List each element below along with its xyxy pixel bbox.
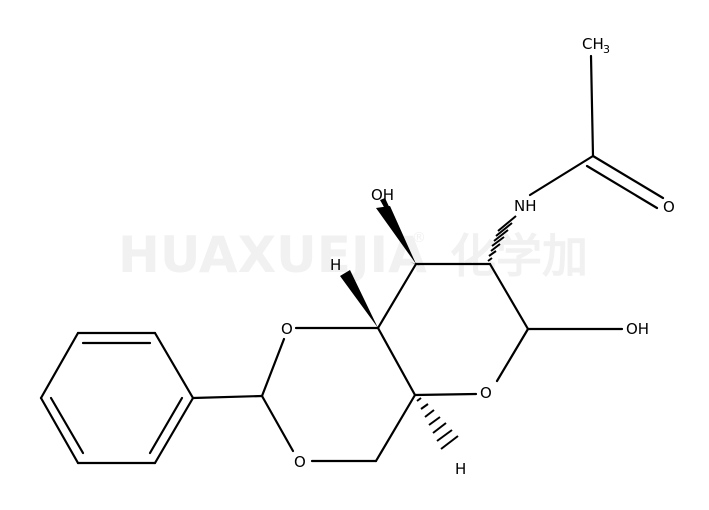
acetyl-group	[528, 54, 665, 210]
ch3-label: CH	[582, 35, 604, 53]
carbonyl-oxygen-label: O	[663, 198, 675, 216]
pyranose-ring	[376, 262, 624, 397]
ring-oxygen-bottom-label: O	[294, 453, 306, 471]
ring-oxygen-left-label: O	[281, 320, 293, 338]
h-lower-label: H	[455, 460, 466, 478]
pyran-oxygen-label: O	[480, 384, 492, 402]
watermark-registered: ®	[412, 230, 426, 246]
oh-top-label: OH	[371, 186, 394, 204]
watermark-latin: HUAXUEJIA	[118, 226, 427, 284]
atom-labels: CH 3 O NH OH H O O O OH H	[281, 35, 675, 478]
ch3-subscript: 3	[603, 43, 610, 56]
benzene-ring	[39, 331, 195, 465]
dioxane-ring	[191, 326, 417, 463]
nh-label: NH	[514, 197, 537, 215]
stereo-wedges	[340, 198, 517, 450]
watermark-chinese: 化学加	[450, 229, 588, 283]
h-upper-label: H	[330, 256, 341, 274]
oh-right-label: OH	[626, 320, 649, 338]
watermark: HUAXUEJIA ® 化学加	[118, 226, 588, 284]
